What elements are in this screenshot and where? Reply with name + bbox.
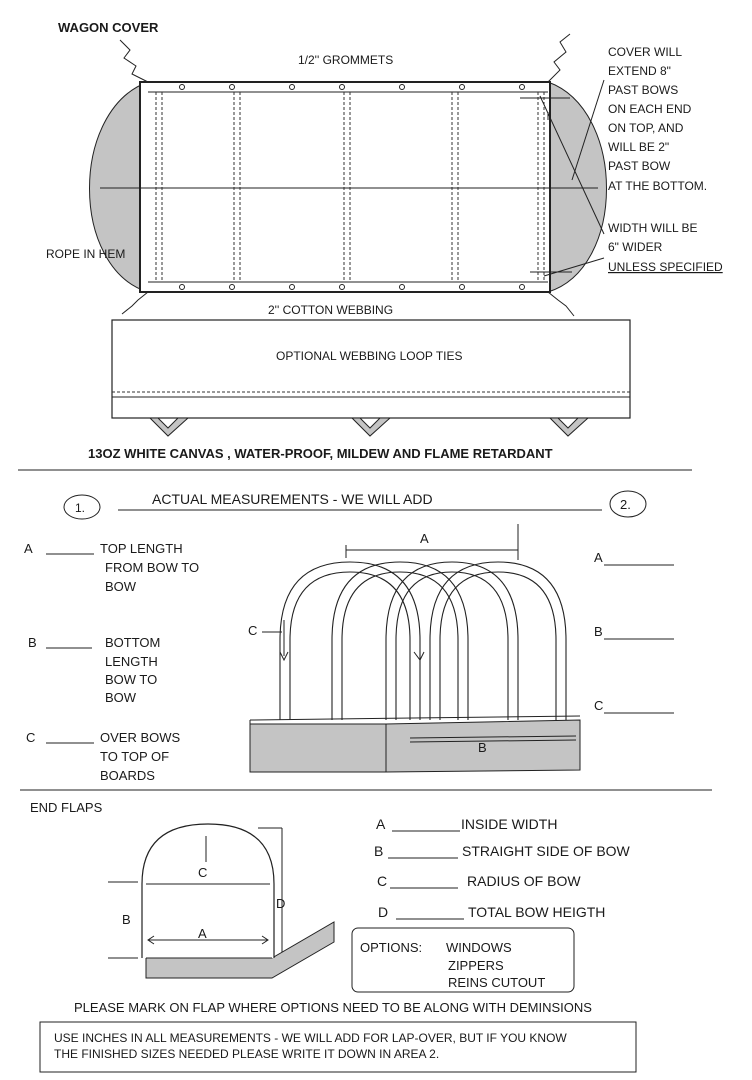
flap-item-c: C RADIUS OF BOW	[377, 873, 581, 889]
flap-outline	[141, 823, 275, 958]
svg-text:B: B	[594, 624, 603, 639]
svg-text:PAST BOWS: PAST BOWS	[608, 83, 678, 97]
marker-1-circle	[63, 494, 101, 520]
extend-leader-2	[539, 95, 605, 235]
flap-label-a: A	[198, 926, 207, 941]
measurements-section: 1. 2. ACTUAL MEASUREMENTS - WE WILL ADD …	[24, 490, 674, 783]
footer-note-line-1: USE INCHES IN ALL MEASUREMENTS - WE WILL…	[54, 1031, 567, 1045]
material-label: 13OZ WHITE CANVAS , WATER-PROOF, MILDEW …	[88, 446, 553, 461]
svg-text:B: B	[28, 635, 37, 650]
wagon-cover-section: WAGON COVER	[46, 20, 723, 461]
options-box	[351, 927, 575, 993]
bows-label-b: B	[478, 740, 487, 755]
footer-note-box	[39, 1021, 637, 1073]
svg-text:STRAIGHT SIDE OF BOW: STRAIGHT SIDE OF BOW	[462, 843, 631, 859]
width-leader	[543, 257, 605, 277]
extend-note: COVER WILL EXTEND 8" PAST BOWS ON EACH E…	[608, 45, 707, 193]
svg-text:TOP LENGTH: TOP LENGTH	[100, 541, 183, 556]
end-flaps-section: END FLAPS D B C A	[30, 800, 631, 1015]
svg-text:ON TOP, AND: ON TOP, AND	[608, 121, 684, 135]
flap-item-a: A INSIDE WIDTH	[376, 816, 557, 832]
marker-2-circle	[609, 490, 647, 518]
svg-text:WILL BE 2": WILL BE 2"	[608, 140, 669, 154]
options-instruction: PLEASE MARK ON FLAP WHERE OPTIONS NEED T…	[74, 1000, 592, 1015]
svg-text:LENGTH: LENGTH	[105, 654, 158, 669]
marker-2: 2.	[620, 497, 631, 512]
flap-item-b: B STRAIGHT SIDE OF BOW	[374, 843, 631, 859]
cover-panel	[139, 81, 551, 293]
cover-left-end-arc	[89, 81, 149, 293]
measure-item-b: B BOTTOM LENGTH BOW TO BOW	[28, 635, 160, 705]
svg-text:INSIDE WIDTH: INSIDE WIDTH	[461, 816, 557, 832]
svg-text:C: C	[594, 698, 603, 713]
grommets-top	[179, 84, 525, 90]
loop-ties-label: OPTIONAL WEBBING LOOP TIES	[276, 349, 463, 363]
flap-label-d: D	[276, 896, 285, 911]
svg-text:FROM BOW TO: FROM BOW TO	[105, 560, 199, 575]
svg-text:BOW: BOW	[105, 579, 137, 594]
footer-note: USE INCHES IN ALL MEASUREMENTS - WE WILL…	[39, 1021, 637, 1073]
grommets-label: 1/2'' GROMMETS	[298, 53, 393, 67]
svg-text:TO TOP OF: TO TOP OF	[100, 749, 169, 764]
svg-text:B: B	[374, 843, 383, 859]
measure-item-a: A TOP LENGTH FROM BOW TO BOW	[24, 541, 199, 594]
svg-text:RADIUS OF BOW: RADIUS OF BOW	[467, 873, 581, 889]
svg-text:AT THE BOTTOM.: AT THE BOTTOM.	[608, 179, 707, 193]
cover-right-bottom-edge	[547, 291, 575, 317]
svg-text:EXTEND 8": EXTEND 8"	[608, 64, 671, 78]
rope-in-hem-label: ROPE IN HEM	[46, 247, 125, 261]
options-label: OPTIONS:	[360, 940, 422, 955]
svg-text:C: C	[377, 873, 387, 889]
marker-1: 1.	[75, 501, 85, 515]
bow-arches	[279, 561, 567, 720]
wagon-cover-title: WAGON COVER	[58, 20, 159, 35]
svg-text:TOTAL BOW HEIGTH: TOTAL BOW HEIGTH	[468, 904, 605, 920]
svg-text:ON EACH END: ON EACH END	[608, 102, 692, 116]
cover-left-torn-edge	[119, 39, 149, 83]
svg-text:A: A	[24, 541, 33, 556]
svg-text:A: A	[376, 816, 386, 832]
box-base-right	[385, 719, 581, 773]
bows-label-c: C	[248, 623, 257, 638]
svg-text:A: A	[594, 550, 603, 565]
svg-text:BOARDS: BOARDS	[100, 768, 155, 783]
cover-left-bottom-edge	[121, 291, 149, 315]
unless-specified-label: UNLESS SPECIFIED	[608, 260, 723, 274]
width-note: WIDTH WILL BE 6" WIDER UNLESS SPECIFIED	[608, 221, 723, 274]
flap-label-b: B	[122, 912, 131, 927]
svg-text:COVER WILL: COVER WILL	[608, 45, 682, 59]
extend-leader-1	[571, 79, 605, 181]
option-windows: WINDOWS	[446, 940, 512, 955]
svg-text:OVER BOWS: OVER BOWS	[100, 730, 181, 745]
bows-diagram: A C B	[248, 524, 581, 773]
box-base	[249, 723, 387, 773]
svg-text:WIDTH WILL BE: WIDTH WILL BE	[608, 221, 698, 235]
svg-text:D: D	[378, 904, 388, 920]
svg-text:BOW TO: BOW TO	[105, 672, 157, 687]
loop-tie-hangers	[148, 417, 590, 437]
svg-text:BOTTOM: BOTTOM	[105, 635, 160, 650]
svg-text:PAST BOW: PAST BOW	[608, 159, 671, 173]
webbing-panel	[111, 319, 631, 419]
measurements-heading: ACTUAL MEASUREMENTS - WE WILL ADD	[152, 491, 433, 507]
flap-item-d: D TOTAL BOW HEIGTH	[378, 904, 605, 920]
measure-item-c: C OVER BOWS TO TOP OF BOARDS	[26, 730, 181, 783]
option-zippers: ZIPPERS	[448, 958, 504, 973]
grommets-bottom	[179, 284, 525, 290]
footer-note-line-2: THE FINISHED SIZES NEEDED PLEASE WRITE I…	[54, 1047, 439, 1061]
bows-label-a: A	[420, 531, 429, 546]
cover-bow-lines	[155, 92, 545, 282]
svg-text:BOW: BOW	[105, 690, 137, 705]
flap-label-c: C	[198, 865, 207, 880]
option-reins-cutout: REINS CUTOUT	[448, 975, 545, 990]
cover-right-end-arc	[547, 81, 607, 293]
right-blanks: A B C	[594, 550, 674, 714]
svg-text:C: C	[26, 730, 35, 745]
end-flaps-title: END FLAPS	[30, 800, 103, 815]
cotton-webbing-label: 2'' COTTON WEBBING	[268, 303, 393, 317]
cover-right-torn-edge	[547, 33, 571, 83]
svg-text:6" WIDER: 6" WIDER	[608, 240, 663, 254]
end-flap-diagram: D B C A	[108, 823, 335, 979]
